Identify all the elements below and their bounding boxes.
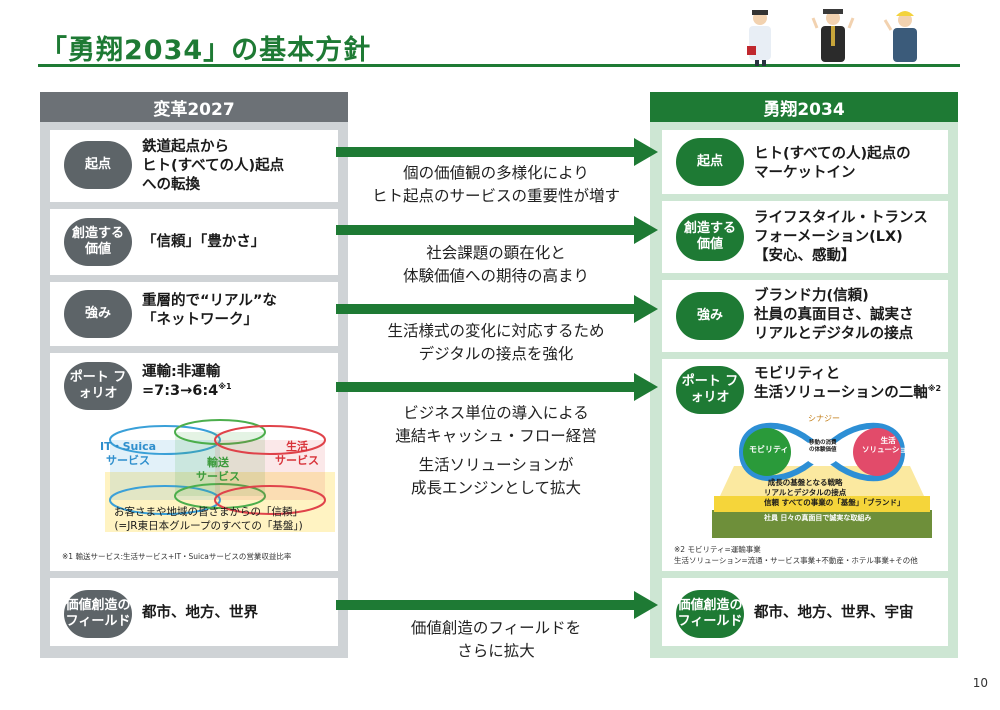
- middle-text-strength: 生活様式の変化に対応するため デジタルの接点を強化: [387, 322, 605, 364]
- right-pill-portfolio: ポート フォリオ: [676, 366, 744, 414]
- infinity-life-label: 生活 ソリューション: [862, 436, 915, 454]
- infinity-center-label: 移動の消費 の体験価値: [809, 440, 837, 453]
- infinity-mobility-label: モビリティ: [749, 445, 789, 454]
- left-text-portfolio: 運輸:非運輸 =7:3→6:4※1: [142, 364, 232, 399]
- right-pill-origin: 起点: [676, 138, 744, 186]
- left-pill-origin: 起点: [64, 141, 132, 189]
- footnote-1: ※1 輸送サービス:生活サービス+IT・Suicaサービスの営業収益比率: [62, 552, 292, 561]
- right-text-origin: ヒト(すべての人)起点の マーケットイン: [754, 146, 911, 181]
- arrow-field: [336, 591, 658, 619]
- left-pill-strength: 強み: [64, 290, 132, 338]
- middle-text-value: 社会課題の顕在化と 体験価値への期待の高まり: [402, 244, 589, 286]
- left-pill-value: 創造する 価値: [64, 218, 132, 266]
- infinity-synergy-label: シナジー: [808, 414, 840, 423]
- arrow-value: [336, 216, 658, 244]
- infinity-base-employees: 社員 日々の真面目で誠実な取組み: [764, 514, 872, 522]
- service-venn-diagram: [105, 419, 335, 532]
- footnote-2: ※2 モビリティ=運輸事業 生活ソリューション=流通・サービス事業+不動産・ホテ…: [674, 545, 918, 565]
- left-pill-field: 価値創造の フィールド: [64, 590, 132, 638]
- left-text-origin: 鉄道起点から ヒト(すべての人)起点 への転換: [142, 139, 285, 193]
- infinity-base-trust: 信頼 すべての事業の「基盤」「ブランド」: [764, 498, 905, 507]
- page-title: 「勇翔2034」の基本方針: [40, 35, 372, 66]
- left-text-value: 「信頼」「豊かさ」: [142, 234, 266, 250]
- right-column-header: 勇翔2034: [650, 92, 958, 122]
- two-axis-infinity-diagram: [712, 422, 932, 538]
- staff-illustration: [747, 9, 917, 66]
- venn-label-transport: 輸送 サービス: [196, 456, 240, 484]
- venn-label-it-suica: IT・Suica サービス: [100, 440, 157, 468]
- left-pill-portfolio: ポート フォリオ: [64, 362, 132, 410]
- right-pill-strength: 強み: [676, 292, 744, 340]
- middle-text-portfolio-2: 生活ソリューションが 成長エンジンとして拡大: [410, 456, 582, 498]
- middle-text-field: 価値創造のフィールドを さらに拡大: [410, 619, 582, 661]
- middle-text-origin: 個の価値観の多様化により ヒト起点のサービスの重要性が増す: [371, 164, 620, 206]
- arrow-origin: [336, 138, 658, 166]
- left-text-field: 都市、地方、世界: [142, 605, 258, 621]
- venn-base-text: お客さまや地域の皆さまからの「信頼」(=JR東日本グループのすべての「基盤」): [114, 506, 303, 532]
- right-pill-value: 創造する 価値: [676, 213, 744, 261]
- right-text-strength: ブランド力(信頼) 社員の真面目さ、誠実さ リアルとデジタルの接点: [754, 288, 914, 342]
- right-text-field: 都市、地方、世界、宇宙: [754, 605, 914, 621]
- infinity-base-strategy: 成長の基盤となる戦略 リアルとデジタルの接点: [764, 478, 847, 497]
- middle-text-portfolio: ビジネス単位の導入による 連結キャッシュ・フロー経営: [395, 404, 597, 446]
- venn-label-life: 生活 サービス: [275, 440, 319, 468]
- right-pill-field: 価値創造の フィールド: [676, 590, 744, 638]
- right-text-portfolio: モビリティと 生活ソリューションの二軸※2: [754, 366, 942, 401]
- arrow-portfolio: [336, 373, 658, 401]
- title-divider: [38, 64, 960, 67]
- left-text-strength: 重層的で“リアル”な 「ネットワーク」: [142, 293, 277, 328]
- right-text-value: ライフスタイル・トランス フォーメーション(LX) 【安心、感動】: [754, 210, 928, 264]
- arrow-strength: [336, 295, 658, 323]
- left-column-header: 変革2027: [40, 92, 348, 122]
- page-number: 10: [972, 676, 988, 690]
